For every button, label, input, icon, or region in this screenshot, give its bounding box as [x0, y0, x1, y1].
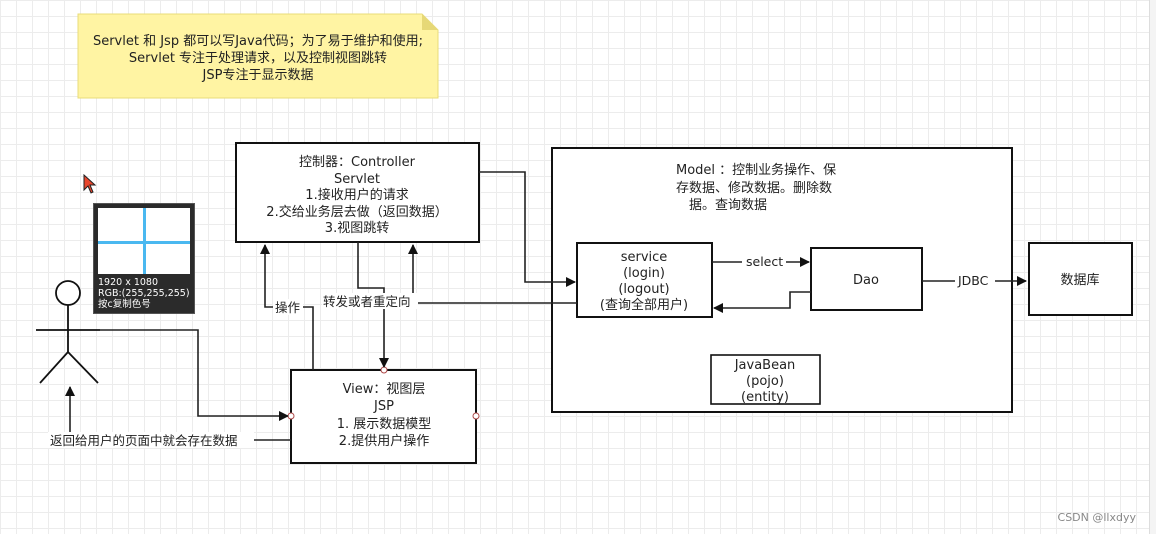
color-picker-info: 1920 x 1080 RGB:(255,255,255) 按c复制色号: [98, 277, 190, 310]
javabean-line-1: JavaBean: [734, 358, 796, 373]
note-line-3: JSP专注于显示数据: [202, 68, 314, 83]
user-actor[interactable]: [36, 280, 100, 384]
rgb-value: RGB:(255,255,255): [98, 288, 190, 299]
edge-controller-to-service[interactable]: [479, 171, 576, 287]
database-label: 数据库: [1060, 272, 1099, 288]
sticky-note[interactable]: Servlet 和 Jsp 都可以写Java代码；为了易于维护和使用; Serv…: [77, 13, 439, 99]
view-handle-right: [472, 412, 480, 420]
edge-dao-to-service[interactable]: [713, 291, 811, 313]
edge-label-operate: 操作: [275, 300, 301, 315]
javabean-line-2: (pojo): [746, 374, 784, 389]
edge-label-select: select: [746, 254, 783, 269]
screen-resolution: 1920 x 1080: [98, 277, 159, 288]
database-box[interactable]: 数据库: [1028, 242, 1133, 316]
dao-label: Dao: [853, 273, 879, 288]
service-box[interactable]: service (login) (logout) (查询全部用户): [576, 242, 713, 318]
service-line-4: (查询全部用户): [600, 297, 688, 313]
color-picker-panel[interactable]: 1920 x 1080 RGB:(255,255,255) 按c复制色号: [93, 203, 195, 314]
view-handle-left: [287, 412, 295, 420]
edge-user-to-view[interactable]: [100, 329, 289, 421]
view-line-1: View：视图层: [343, 382, 426, 397]
crosshair-preview: [98, 208, 190, 274]
note-line-2: Servlet 专注于处理请求，以及控制视图跳转: [129, 51, 387, 66]
controller-line-3: 1.接收用户的请求: [305, 187, 408, 203]
controller-line-2: Servlet: [334, 172, 380, 187]
view-line-2: JSP: [373, 399, 394, 414]
service-line-3: (logout): [618, 282, 669, 297]
copy-hint: 按c复制色号: [98, 299, 151, 310]
cursor-icon: [83, 173, 97, 198]
controller-line-4: 2.交给业务层去做（返回数据）: [266, 204, 447, 220]
model-line-2: 存数据、修改数据。删除数: [676, 181, 832, 196]
controller-box[interactable]: 控制器：Controller Servlet 1.接收用户的请求 2.交给业务层…: [235, 142, 480, 243]
edge-label-forward: 转发或者重定向: [323, 294, 411, 309]
scrollbar-track[interactable]: [1149, 0, 1156, 534]
dao-box[interactable]: Dao: [810, 247, 923, 311]
edge-controller-to-view[interactable]: [357, 242, 389, 368]
view-line-3: 1. 展示数据模型: [337, 417, 432, 432]
service-line-1: service: [621, 250, 668, 265]
javabean-line-3: (entity): [741, 390, 789, 405]
javabean-box[interactable]: JavaBean (pojo) (entity): [710, 354, 821, 405]
controller-line-5: 3.视图跳转: [325, 221, 389, 236]
model-line-3: 据。查询数据: [689, 198, 767, 213]
edge-label-return-to-user: 返回给用户的页面中就会存在数据: [50, 433, 238, 448]
watermark: CSDN @llxdyy: [1057, 511, 1136, 524]
view-handle-top: [380, 366, 388, 374]
view-line-4: 2.提供用户操作: [339, 433, 429, 449]
note-line-1: Servlet 和 Jsp 都可以写Java代码；为了易于维护和使用;: [93, 33, 423, 49]
edge-label-jdbc: JDBC: [957, 273, 989, 288]
model-line-1: Model ：控制业务操作、保: [676, 162, 836, 178]
view-box[interactable]: View：视图层 JSP 1. 展示数据模型 2.提供用户操作: [287, 366, 480, 464]
service-line-2: (login): [623, 266, 665, 281]
controller-line-1: 控制器：Controller: [299, 155, 416, 170]
